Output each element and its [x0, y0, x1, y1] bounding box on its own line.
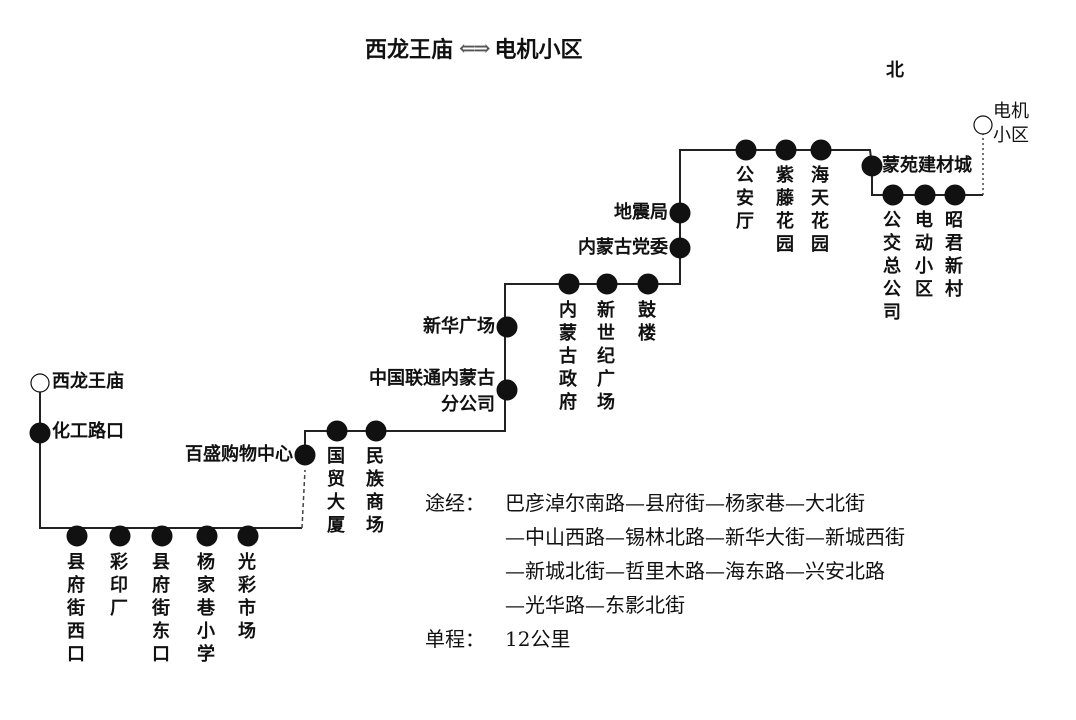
- stop-marker: [496, 379, 518, 401]
- stop-label: 国贸大厦: [324, 446, 345, 538]
- stop-label: 新华广场: [423, 316, 495, 337]
- stop-marker: [496, 316, 518, 338]
- stop-marker: [29, 422, 51, 444]
- stop-label: 彩印厂: [107, 552, 128, 621]
- title-origin: 西龙王庙: [365, 37, 454, 63]
- stop-marker: [861, 155, 883, 177]
- stop-label: 紫藤花园: [773, 165, 794, 257]
- stop-label: 内蒙古党委: [578, 237, 668, 258]
- route-via-line: —中山西路—锡林北路—新华大街—新城西街: [505, 525, 905, 549]
- route-via-line: —光华路—东影北街: [505, 593, 685, 617]
- stop-marker: [775, 139, 797, 161]
- stop-marker: [196, 525, 218, 547]
- stop-label: 民族商场: [363, 446, 384, 538]
- stop-marker: [810, 139, 832, 161]
- stop-marker: [66, 525, 88, 547]
- stop-label: 化工路口: [52, 421, 124, 442]
- stop-label: 新世纪广场: [594, 300, 615, 415]
- stop-label: 公安厅: [733, 165, 754, 234]
- stop-label: 电机小区: [993, 101, 1029, 146]
- route-title: 西龙王庙 ⇐⇒ 电机小区: [365, 32, 583, 64]
- terminal-stop-marker: [30, 373, 50, 393]
- stop-marker: [637, 273, 659, 295]
- stop-label: 杨家巷小学: [194, 552, 215, 667]
- stop-label: 海天花园: [808, 165, 829, 257]
- stop-marker: [669, 202, 691, 224]
- stop-marker: [944, 184, 966, 206]
- stop-label: 电动小区: [912, 210, 933, 302]
- stop-marker: [669, 237, 691, 259]
- route-via-label: 途经：: [425, 491, 485, 515]
- stop-marker: [326, 420, 348, 442]
- stop-label: 内蒙古政府: [556, 300, 577, 415]
- route-via-line: —新城北街—哲里木路—海东路—兴安北路: [505, 559, 885, 583]
- stop-label: 鼓楼: [635, 300, 656, 346]
- stop-label: 中国联通内蒙古分公司: [369, 368, 495, 415]
- stop-marker: [237, 525, 259, 547]
- stop-label: 蒙苑建材城: [882, 155, 972, 176]
- stop-marker: [735, 139, 757, 161]
- stop-marker: [294, 444, 316, 466]
- stop-label: 昭君新村: [942, 210, 963, 302]
- stop-label: 公交总公司: [880, 210, 901, 325]
- stop-marker: [558, 273, 580, 295]
- route-line-dashed: [301, 469, 306, 529]
- stop-marker: [109, 525, 131, 547]
- stop-marker: [151, 525, 173, 547]
- stop-label: 光彩市场: [235, 552, 256, 644]
- stop-label: 县府街东口: [149, 552, 170, 667]
- distance-label: 单程：: [425, 627, 485, 651]
- stop-label: 百盛购物中心: [185, 444, 293, 465]
- stop-label: 西龙王庙: [52, 371, 124, 392]
- stop-label: 地震局: [614, 202, 668, 223]
- title-destination: 电机小区: [494, 37, 583, 63]
- stop-marker: [882, 184, 904, 206]
- distance-value: 12公里: [505, 627, 571, 651]
- bidirectional-arrow-icon: ⇐⇒: [459, 36, 490, 60]
- route-info: 途经： 巴彦淖尔南路—县府街—杨家巷—大北街 —中山西路—锡林北路—新华大街—新…: [425, 486, 905, 656]
- stop-label: 县府街西口: [64, 552, 85, 667]
- stop-marker: [365, 420, 387, 442]
- terminal-stop-marker: [973, 115, 993, 135]
- route-via-line: 巴彦淖尔南路—县府街—杨家巷—大北街: [505, 491, 865, 515]
- north-indicator: 北: [886, 60, 904, 81]
- stop-marker: [596, 273, 618, 295]
- stop-marker: [914, 184, 936, 206]
